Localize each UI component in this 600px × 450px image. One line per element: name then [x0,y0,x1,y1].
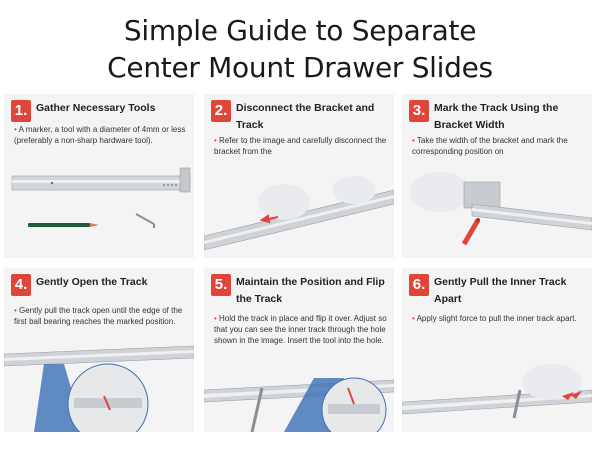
step-number: 4. [11,274,31,296]
step-card-2: 2. Disconnect the Bracket and Track • Re… [204,94,394,258]
marker-pen-image [28,223,99,227]
step-title: Gently Pull the Inner Track Apart [434,276,567,305]
marker-pen-image [461,218,481,246]
step-text-body: Take the width of the bracket and mark t… [412,136,568,156]
step-text: • A marker, a tool with a diameter of 4m… [14,125,186,145]
step-number: 2. [211,100,231,122]
pull-direction-icon [562,391,582,400]
step-title: Mark the Track Using the Bracket Width [434,102,559,131]
bracket-image [463,181,501,209]
step-text-body: A marker, a tool with a diameter of 4mm … [14,125,186,145]
title-line-2: Center Mount Drawer Slides [107,51,493,84]
step-text-body: Refer to the image and carefully disconn… [214,136,387,156]
step-card-4: 4. Gently Open the Track • Gently pull t… [4,268,194,432]
step-card-5: 5. Maintain the Position and Flip the Tr… [204,268,394,432]
step-text-body: Gently pull the track open until the edg… [14,306,183,326]
step-text: • Refer to the image and carefully disco… [214,136,387,156]
step-3-illustration [410,172,592,246]
step-4-illustration [4,345,194,432]
step-text: • Take the width of the bracket and mark… [412,136,568,156]
step-text: • Hold the track in place and flip it ov… [214,314,387,345]
step-text: • Gently pull the track open until the e… [14,306,183,326]
step-card-1: 1. Gather Necessary Tools • A marker, a … [4,94,194,258]
step-title: Gently Open the Track [36,276,148,288]
hex-tool-image [135,213,155,228]
step-6-illustration [402,364,592,419]
gloved-hand-image [410,172,470,212]
step-card-6: 6. Gently Pull the Inner Track Apart • A… [402,268,592,432]
step-5-illustration [204,377,394,432]
step-title: Maintain the Position and Flip the Track [236,276,385,305]
step-number: 6. [409,274,429,296]
step-text-body: Hold the track in place and flip it over… [214,314,387,345]
hex-tool-image [250,387,264,432]
step-number: 3. [409,100,429,122]
step-text-body: Apply slight force to pull the inner tra… [416,314,577,323]
page-title: Simple Guide to Separate Center Mount Dr… [0,12,600,86]
step-number: 5. [211,274,231,296]
step-1-illustration [11,167,191,228]
step-number: 1. [11,100,31,122]
step-text: • Apply slight force to pull the inner t… [412,314,577,323]
step-title: Disconnect the Bracket and Track [236,102,375,131]
step-card-3: 3. Mark the Track Using the Bracket Widt… [402,94,592,258]
step-2-illustration [204,176,394,251]
title-line-1: Simple Guide to Separate [123,14,477,47]
gloved-hand-image [522,364,582,400]
hex-tool-image [512,389,522,419]
gloved-hand-image [258,184,310,220]
step-title: Gather Necessary Tools [36,102,156,114]
